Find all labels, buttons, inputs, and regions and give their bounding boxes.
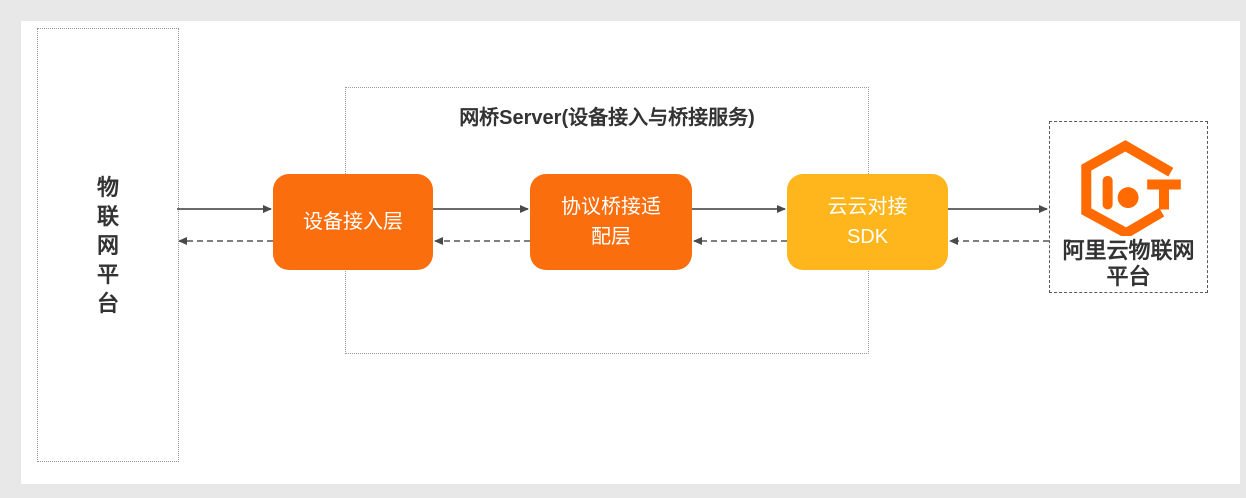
node-protocol-bridge-label: 协议桥接适 配层 [561, 196, 661, 248]
node-cloud-sdk: 云云对接 SDK [787, 174, 948, 270]
node-device-access-label: 设备接入层 [303, 211, 403, 233]
logo-letter-t [1146, 179, 1181, 210]
node-cloud-sdk-label: 云云对接 SDK [827, 196, 908, 248]
iot-platform-box: 物联网平台 [37, 28, 179, 462]
bridge-server-title: 网桥Server(设备接入与桥接服务) [459, 107, 755, 129]
logo-hexagon [1080, 140, 1173, 236]
diagram-panel: 物联网平台 网桥Server(设备接入与桥接服务) 设备接入层 协议桥接适 配层… [21, 21, 1240, 484]
logo-letter-o [1117, 187, 1139, 209]
aliyun-iot-logo-icon [1080, 140, 1181, 236]
iot-platform-label: 物联网平台 [96, 174, 119, 316]
logo-letter-i [1102, 175, 1113, 210]
aliyun-iot-platform-box: 阿里云物联网 平台 [1049, 121, 1208, 293]
node-protocol-bridge-layer: 协议桥接适 配层 [530, 174, 692, 270]
node-device-access-layer: 设备接入层 [273, 174, 433, 270]
aliyun-iot-platform-label: 阿里云物联网 平台 [1062, 238, 1195, 289]
